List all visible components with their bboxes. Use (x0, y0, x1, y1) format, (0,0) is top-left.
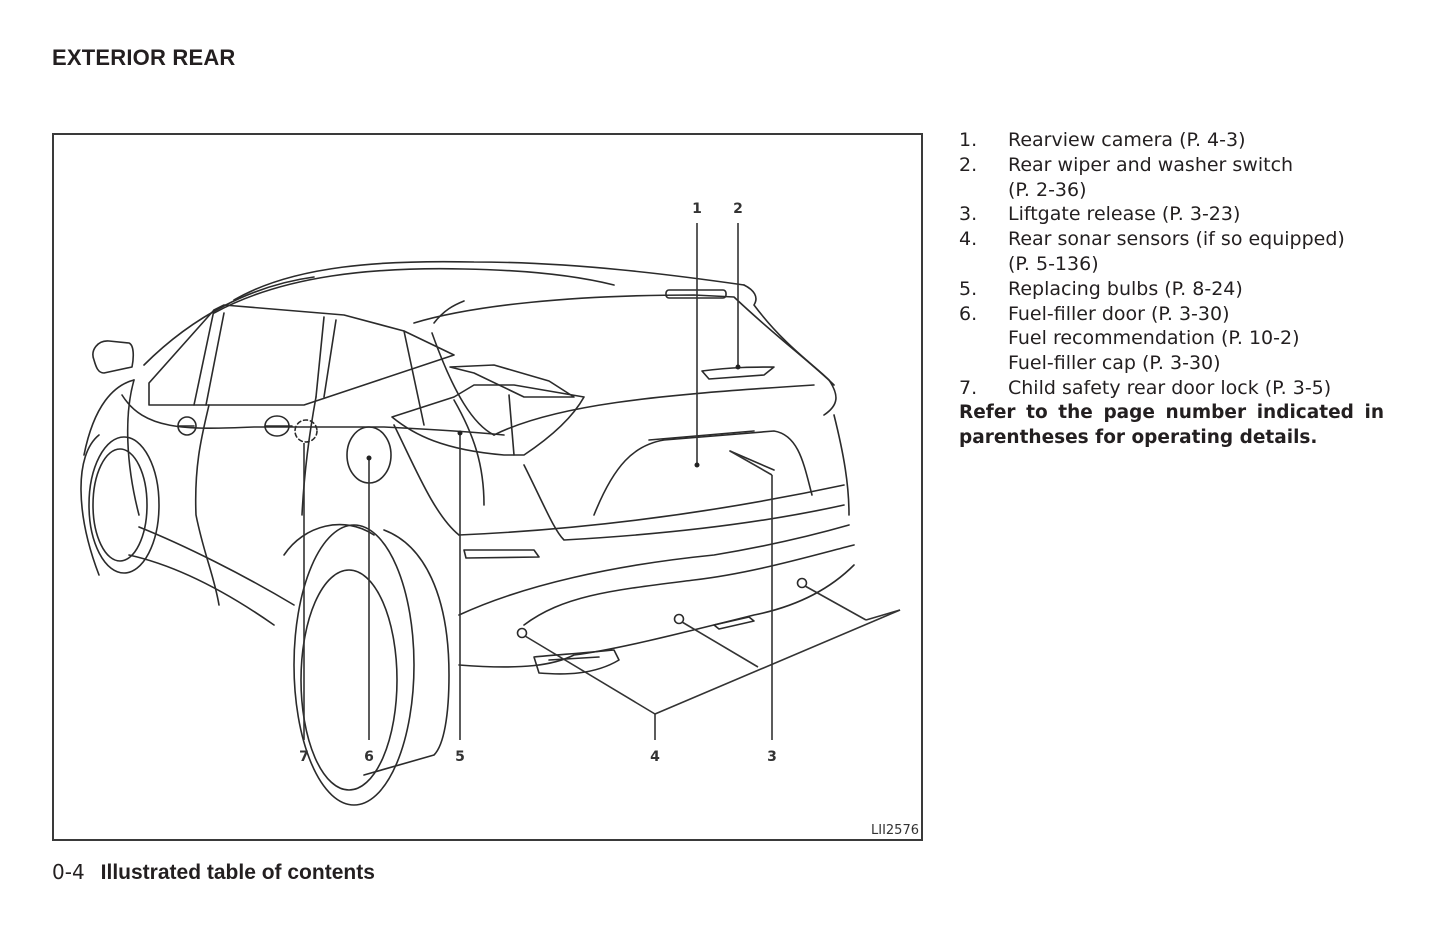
legend-text-continued: (P. 5-136) (1008, 252, 1099, 275)
callout-4: 4 (650, 749, 660, 765)
callout-7: 7 (299, 749, 309, 765)
legend-number: 5. (959, 277, 978, 300)
legend-item-5: 5. Replacing bulbs (P. 8-24) (959, 277, 1384, 302)
callout-5: 5 (455, 749, 465, 765)
legend-list: 1. Rearview camera (P. 4-3) 2. Rear wipe… (959, 128, 1384, 450)
legend-text: Fuel-filler door (P. 3-30) (1008, 302, 1230, 325)
callout-6: 6 (364, 749, 374, 765)
legend-text: Rear sonar sensors (if so equipped) (1008, 228, 1345, 251)
legend-text-continued: (P. 2-36) (1008, 178, 1087, 201)
car-outline (80, 260, 855, 806)
callout-leaders (303, 223, 901, 740)
legend-text-continued: Fuel recommendation (P. 10-2) (1008, 327, 1300, 350)
legend-text-continued: Fuel-filler cap (P. 3-30) (1008, 352, 1221, 375)
legend-number: 2. (959, 153, 978, 176)
page-heading: EXTERIOR REAR (52, 45, 236, 70)
car-line-drawing: 1 2 3 4 5 6 7 (80, 201, 901, 806)
legend-number: 6. (959, 302, 978, 325)
legend-text: Child safety rear door lock (P. 3-5) (1008, 376, 1332, 399)
legend-item-1: 1. Rearview camera (P. 4-3) (959, 128, 1384, 153)
page-footer: 0-4 Illustrated table of contents (52, 860, 375, 885)
legend-item-3: 3. Liftgate release (P. 3-23) (959, 202, 1384, 227)
legend-number: 1. (959, 129, 978, 151)
legend-text: Liftgate release (P. 3-23) (1008, 203, 1241, 226)
legend-note: Refer to the page number indicated in pa… (959, 401, 1384, 448)
callout-1: 1 (692, 201, 702, 217)
legend-item-4: 4. Rear sonar sensors (if so equipped) (959, 227, 1384, 252)
legend-text: Replacing bulbs (P. 8-24) (1008, 277, 1243, 300)
callout-3: 3 (767, 749, 777, 765)
legend-text: Rear wiper and washer switch (1008, 153, 1294, 176)
page-number: 0-4 (52, 860, 85, 884)
legend-item-2: 2. Rear wiper and washer switch (959, 153, 1384, 178)
legend-item-7: 7. Child safety rear door lock (P. 3-5) (959, 376, 1384, 401)
figure-code: LII2576 (871, 823, 919, 838)
legend-number: 4. (959, 228, 978, 251)
legend-number: 7. (959, 376, 978, 399)
section-title: Illustrated table of contents (100, 861, 375, 884)
exterior-rear-illustration: 1 2 3 4 5 6 7 LII2576 (52, 133, 923, 841)
legend-item-6: 6. Fuel-filler door (P. 3-30) (959, 302, 1384, 327)
legend-number: 3. (959, 203, 978, 226)
legend-text: Rearview camera (P. 4-3) (1008, 129, 1246, 151)
callout-2: 2 (733, 201, 743, 217)
